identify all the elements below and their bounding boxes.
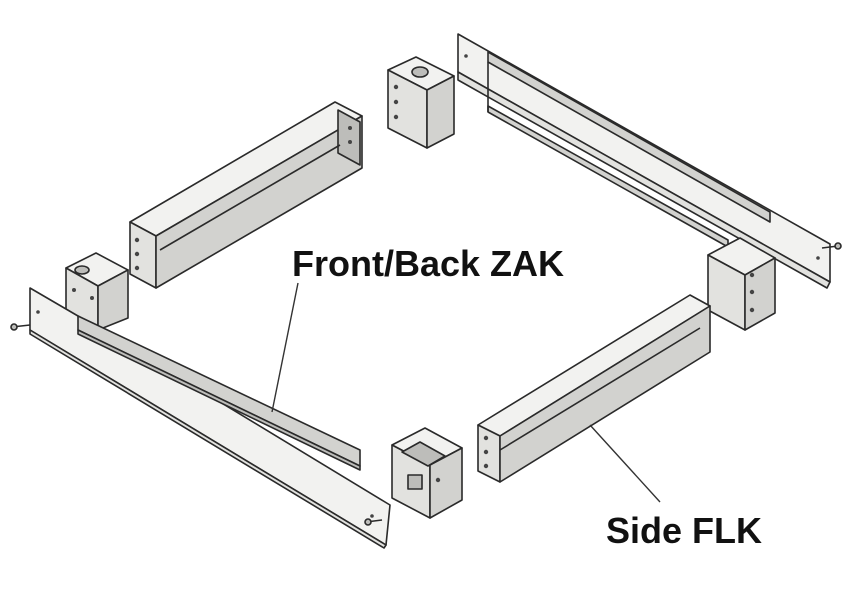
bolt-hole [393,84,399,90]
bolt-hole [483,435,489,441]
bolt-hole [483,463,489,469]
bolt-hole [435,477,441,483]
bolt-hole [36,310,40,314]
bolt-hole [749,272,755,278]
bolt-hole [134,251,140,257]
bolt-hole [348,140,352,144]
bolt-hole [370,514,374,518]
bolt-hole [348,126,352,130]
side-label: Side FLK [606,510,762,551]
corner-bracket-top [387,56,455,149]
front-panel-zak [29,287,391,549]
bolt-hole [464,54,468,58]
back-panel-zak [457,33,831,289]
front-back-leader-line [271,282,299,413]
bolt-hole [393,99,399,105]
screw-left [10,323,31,331]
bolt-hole [90,296,94,300]
bolt-hole [393,114,399,120]
corner-bracket-bottom [391,427,463,519]
bolt-hole [749,307,755,313]
bolt-hole [134,265,140,271]
front-back-label: Front/Back ZAK [292,243,564,284]
bolt-hole [816,256,820,260]
bolt-hole [483,449,489,455]
bolt-hole [749,289,755,295]
bolt-hole [72,288,76,292]
side-beam-upper-left [129,101,363,289]
screw-upper-right [821,242,842,250]
bolt-hole [134,237,140,243]
side-beam-flk [477,294,711,483]
corner-bracket-right [707,237,776,331]
side-leader-line [589,424,661,503]
screw-bottom [364,518,383,526]
